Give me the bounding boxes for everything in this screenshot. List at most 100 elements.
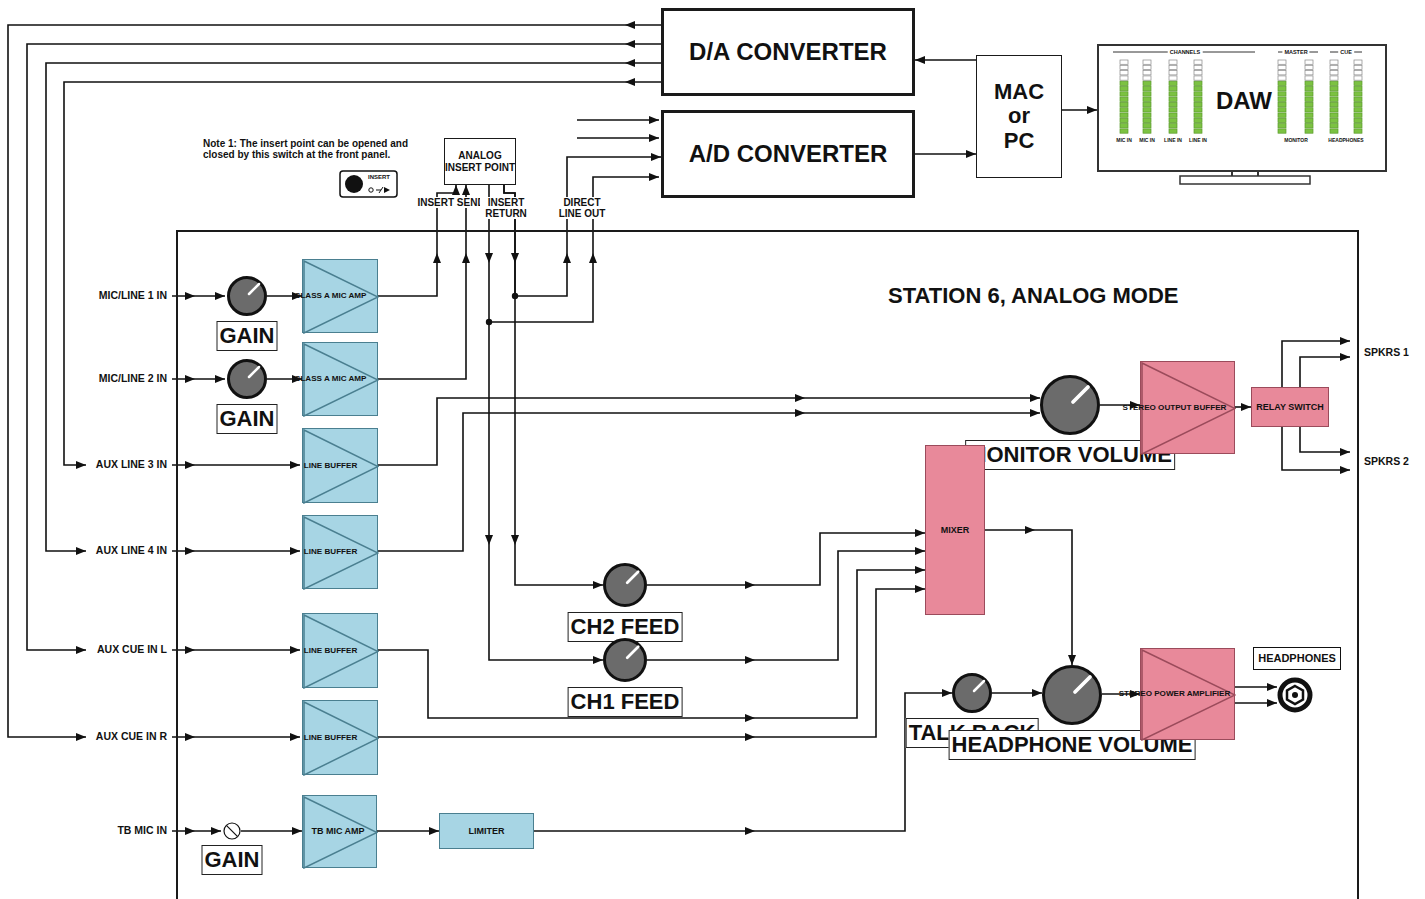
meter-segment: [1305, 113, 1313, 117]
meter-segment: [1194, 71, 1202, 75]
meter-segment: [1120, 81, 1128, 85]
meter-segment: [1169, 92, 1177, 96]
flow-arrow: [625, 40, 635, 48]
art-path: [1235, 702, 1277, 704]
art-circle: [345, 175, 363, 193]
power-amplifier: STEREO POWER AMPLIFIER: [1140, 648, 1235, 740]
signal-wire: [915, 153, 976, 155]
meter-segment: [1305, 60, 1313, 64]
art-circle: [1280, 680, 1310, 710]
art-line: [1075, 677, 1090, 692]
node-text: LIMITER: [469, 826, 505, 836]
meter-segment: [1330, 92, 1338, 96]
meter-segment: [1354, 76, 1362, 80]
headphones-label-box: HEADPHONES: [1253, 647, 1341, 670]
meter-segment: [1120, 97, 1128, 101]
input-label: AUX CUE IN R: [96, 731, 167, 743]
amp-text-area: STEREO OUTPUT BUFFER: [1145, 362, 1204, 453]
meter-label: HEADPHONES: [1328, 138, 1363, 144]
signal-wire: [378, 570, 925, 718]
meter-segment: [1278, 97, 1286, 101]
meter-segment: [1143, 129, 1151, 133]
converter-box: A/D CONVERTER: [661, 110, 915, 198]
node-text: GAIN: [217, 321, 278, 351]
knob-symbol: [227, 276, 267, 316]
limiter-box: LIMITER: [439, 813, 534, 849]
mic-amp: CLASS A MIC AMP: [302, 342, 378, 416]
art-path: [172, 295, 225, 297]
amp-text-area: CLASS A MIC AMP: [307, 343, 354, 415]
meter-segment: [1305, 129, 1313, 133]
flow-arrow: [185, 646, 195, 654]
meter-segment: [1194, 118, 1202, 122]
knob-symbol: [227, 359, 267, 399]
talkback-knob: TALK BACK: [952, 673, 992, 713]
art-circle: [229, 278, 266, 315]
node-text: D/A CONVERTER: [689, 39, 887, 66]
meter-segment: [1120, 118, 1128, 122]
art-path: [172, 830, 221, 832]
meter-segment: [1354, 97, 1362, 101]
art-polygon: [384, 187, 390, 193]
art-path: [64, 82, 661, 465]
meter-segment: [1354, 118, 1362, 122]
node-text: GAIN: [202, 845, 263, 875]
meter-segment: [1330, 102, 1338, 106]
meter-segment: [1120, 129, 1128, 133]
volume-knob: HEADPHONE VOLUME: [1042, 665, 1102, 725]
art-circle: [1292, 692, 1298, 698]
signal-wire: [647, 533, 925, 585]
meter-group-label: CHANNELS: [1168, 49, 1203, 55]
relay-switch: RELAY SWITCH: [1251, 387, 1329, 427]
art-rect: [1097, 44, 1387, 172]
meter-segment: [1169, 124, 1177, 128]
art-circle: [1044, 667, 1101, 724]
meter-segment: [1120, 113, 1128, 117]
meter-segment: [1278, 60, 1286, 64]
meter-segment: [1354, 102, 1362, 106]
mic-amp: CLASS A MIC AMP: [302, 259, 378, 333]
meter-segment: [1120, 65, 1128, 69]
feed-knob: CH2 FEED: [603, 563, 647, 607]
switch-caption: INSERT: [368, 174, 390, 181]
art-g: [1120, 60, 1362, 133]
meter-segment: [1278, 92, 1286, 96]
meter-segment: [1305, 118, 1313, 122]
flow-arrow: [625, 59, 635, 67]
meter-label: LINE IN: [1189, 138, 1207, 144]
tb-mic-amp: TB MIC AMP: [302, 795, 377, 868]
meter-segment: [1354, 108, 1362, 112]
meter-segment: [1120, 92, 1128, 96]
meter-segment: [1278, 65, 1286, 69]
meter-segment: [1278, 113, 1286, 117]
output-buffer: STEREO OUTPUT BUFFER: [1140, 361, 1235, 454]
amplifier-triangle: [304, 797, 377, 868]
meter-segment: [1330, 60, 1338, 64]
art-path: [46, 63, 661, 551]
art-rect: [340, 171, 397, 197]
meter-segment: [1194, 60, 1202, 64]
knob-symbol: [1042, 665, 1102, 725]
input-label: AUX LINE 3 IN: [96, 459, 167, 471]
meter-segment: [1194, 81, 1202, 85]
flow-arrow: [185, 547, 195, 555]
node-text: STEREO OUTPUT BUFFER: [1123, 403, 1227, 412]
art-g: [8, 25, 1350, 831]
node-text: LINE BUFFER: [304, 547, 358, 556]
line-buffer: LINE BUFFER: [302, 613, 378, 688]
node-text: CLASS A MIC AMP: [295, 374, 367, 383]
meter-segment: [1354, 129, 1362, 133]
meter-segment: [1354, 60, 1362, 64]
meter-segment: [1194, 129, 1202, 133]
art-circle: [224, 823, 240, 839]
meter-segment: [1354, 81, 1362, 85]
meter-segment: [1143, 76, 1151, 80]
node-text: MIXER: [941, 525, 970, 535]
meter-segment: [1169, 76, 1177, 80]
node-text: RELAY SWITCH: [1256, 402, 1324, 412]
art-circle: [605, 640, 646, 681]
meter-segment: [1278, 76, 1286, 80]
node-text: LINE BUFFER: [304, 646, 358, 655]
art-line: [227, 826, 238, 837]
meter-segment: [1194, 102, 1202, 106]
